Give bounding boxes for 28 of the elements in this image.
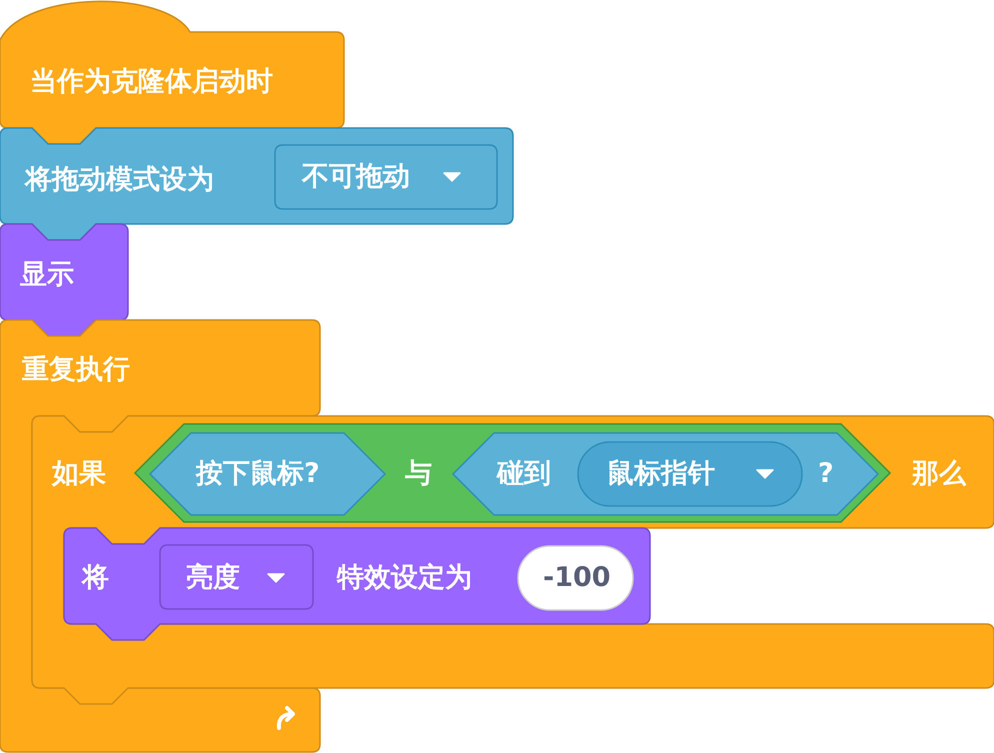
block-label: 不可拖动 bbox=[302, 160, 410, 194]
block-label: 碰到 bbox=[497, 458, 551, 490]
block-label: ? bbox=[818, 458, 834, 490]
dropdown-menu bbox=[275, 145, 497, 209]
block-label: 重复执行 bbox=[22, 354, 130, 386]
block-label: 与 bbox=[405, 458, 432, 490]
if-block bbox=[32, 416, 994, 704]
block-label: -100 bbox=[543, 562, 611, 594]
block-label: 那么 bbox=[912, 458, 966, 490]
block-label: 按下鼠标? bbox=[196, 458, 320, 490]
loop-block bbox=[0, 320, 320, 752]
dropdown-menu bbox=[160, 545, 313, 609]
block-label: 鼠标指针 bbox=[607, 458, 715, 490]
block-label: 当作为克隆体启动时 bbox=[30, 66, 273, 98]
command-block bbox=[64, 528, 650, 640]
block-label: 将拖动模式设为 bbox=[25, 164, 214, 196]
command-block bbox=[0, 224, 128, 336]
block-label: 特效设定为 bbox=[337, 562, 472, 594]
dropdown-menu bbox=[578, 442, 802, 506]
block-label: 将 bbox=[82, 562, 109, 594]
boolean-block bbox=[150, 433, 385, 515]
event-hat-block bbox=[0, 0, 344, 144]
block-label: 亮度 bbox=[186, 562, 240, 594]
command-block bbox=[0, 128, 513, 240]
and-operator-block bbox=[135, 424, 890, 522]
block-label: 如果 bbox=[52, 458, 106, 490]
boolean-block bbox=[453, 433, 878, 515]
block-label: 显示 bbox=[20, 258, 74, 292]
